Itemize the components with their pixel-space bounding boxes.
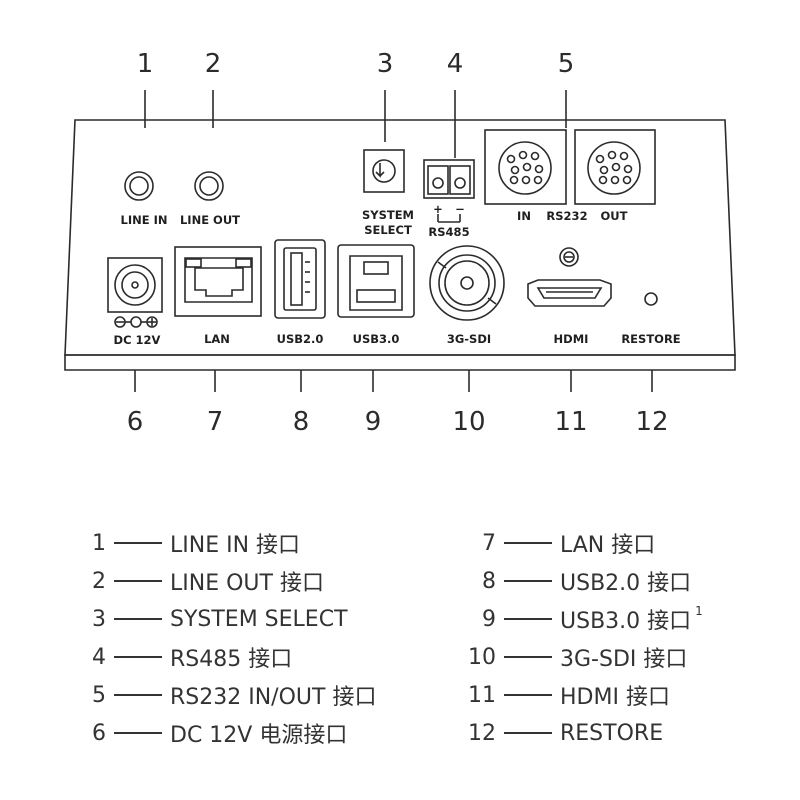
legend-num: 8 [482,568,496,594]
legend-row: 5 RS232 IN/OUT 接口 [80,680,377,711]
callout-12: 12 [635,407,668,437]
legend-dash [114,694,162,696]
callout-4: 4 [447,49,464,79]
legend-dash [114,732,162,734]
legend-row: 11 HDMI 接口 [466,680,670,711]
legend-text: LINE OUT 接口 [170,571,324,596]
lan-port [174,246,262,317]
label-rs485: RS485 [428,225,469,239]
callout-3: 3 [377,49,394,79]
label-system-select-2: SELECT [364,223,412,237]
callout-7: 7 [207,407,224,437]
legend-num: 1 [92,530,106,556]
label-usb2: USB2.0 [277,332,324,346]
legend-dash [504,694,552,696]
sdi-bnc-port [429,245,505,321]
legend-dash [504,656,552,658]
label-rs232: RS232 [546,209,587,223]
legend-text: LAN 接口 [560,533,656,558]
line-in-jack [124,171,154,201]
label-rs485-plus: + [433,202,443,216]
legend-row: 7 LAN 接口 [466,528,656,559]
legend-row: 6 DC 12V 电源接口 [80,718,348,749]
label-rs232-in: IN [517,209,531,223]
legend-dash [504,618,552,620]
label-system-select-1: SYSTEM [362,208,414,222]
label-hdmi: HDMI [554,332,589,346]
legend-row: 3 SYSTEM SELECT [80,604,348,634]
label-3g-sdi: 3G-SDI [447,332,491,346]
legend-text: RS232 IN/OUT 接口 [170,685,377,710]
legend-num: 4 [92,644,106,670]
legend-dash [114,618,162,620]
label-restore: RESTORE [621,332,680,346]
line-out-jack [194,171,224,201]
legend-num: 11 [468,682,496,708]
legend-num: 2 [92,568,106,594]
legend-text: HDMI 接口 [560,685,670,710]
callout-9: 9 [365,407,382,437]
rs232-out-port [574,129,656,205]
label-line-out: LINE OUT [180,213,240,227]
legend-num: 6 [92,720,106,746]
legend-text: RESTORE [560,720,664,746]
legend-text: LINE IN 接口 [170,533,301,558]
legend-num: 9 [482,606,496,632]
legend-dash [114,580,162,582]
hdmi-port [527,247,612,307]
label-line-in: LINE IN [121,213,168,227]
callout-10: 10 [452,407,485,437]
rs232-in-port [484,129,567,205]
usb2-port [274,239,326,319]
callout-5: 5 [558,49,575,79]
label-rs485-minus: − [455,202,465,216]
legend-num: 10 [468,644,496,670]
label-rs232-out: OUT [601,209,628,223]
legend-dash [504,542,552,544]
legend-num: 3 [92,606,106,632]
legend-num: 7 [482,530,496,556]
legend-row: 12 RESTORE [466,718,663,748]
callout-1: 1 [137,49,154,79]
callout-6: 6 [127,407,144,437]
callout-11: 11 [554,407,587,437]
restore-button [644,292,658,306]
label-dc12v: DC 12V [114,333,161,347]
callout-8: 8 [293,407,310,437]
rs485-terminal [423,159,475,223]
legend-row: 8 USB2.0 接口 [466,566,692,597]
legend-dash [114,656,162,658]
panel-base [64,354,736,371]
legend-dash [504,732,552,734]
legend-text: DC 12V 电源接口 [170,723,348,748]
usb3-port [337,244,415,318]
label-usb3: USB3.0 [353,332,400,346]
rear-panel-diagram: 1 2 3 4 5 6 7 8 9 10 11 12 LINE IN LINE … [64,49,736,437]
legend-num: 12 [468,720,496,746]
legend-text: RS485 接口 [170,647,293,672]
callout-2: 2 [205,49,222,79]
legend-text: USB2.0 接口 [560,571,692,596]
legend-row: 1 LINE IN 接口 [80,528,301,559]
legend-row: 10 3G-SDI 接口 [466,642,688,673]
legend-row: 4 RS485 接口 [80,642,293,673]
footnote-marker: 1 [695,604,703,618]
legend-dash [114,542,162,544]
dc-power-jack [107,257,163,328]
legend-row: 2 LINE OUT 接口 [80,566,324,597]
system-select-dial [363,149,405,193]
legend-text: 3G-SDI 接口 [560,647,688,672]
label-lan: LAN [204,332,230,346]
legend-text: USB3.0 接口 [560,609,692,634]
legend-num: 5 [92,682,106,708]
legend-dash [504,580,552,582]
legend-text: SYSTEM SELECT [170,606,348,632]
panel-outline [64,119,736,356]
